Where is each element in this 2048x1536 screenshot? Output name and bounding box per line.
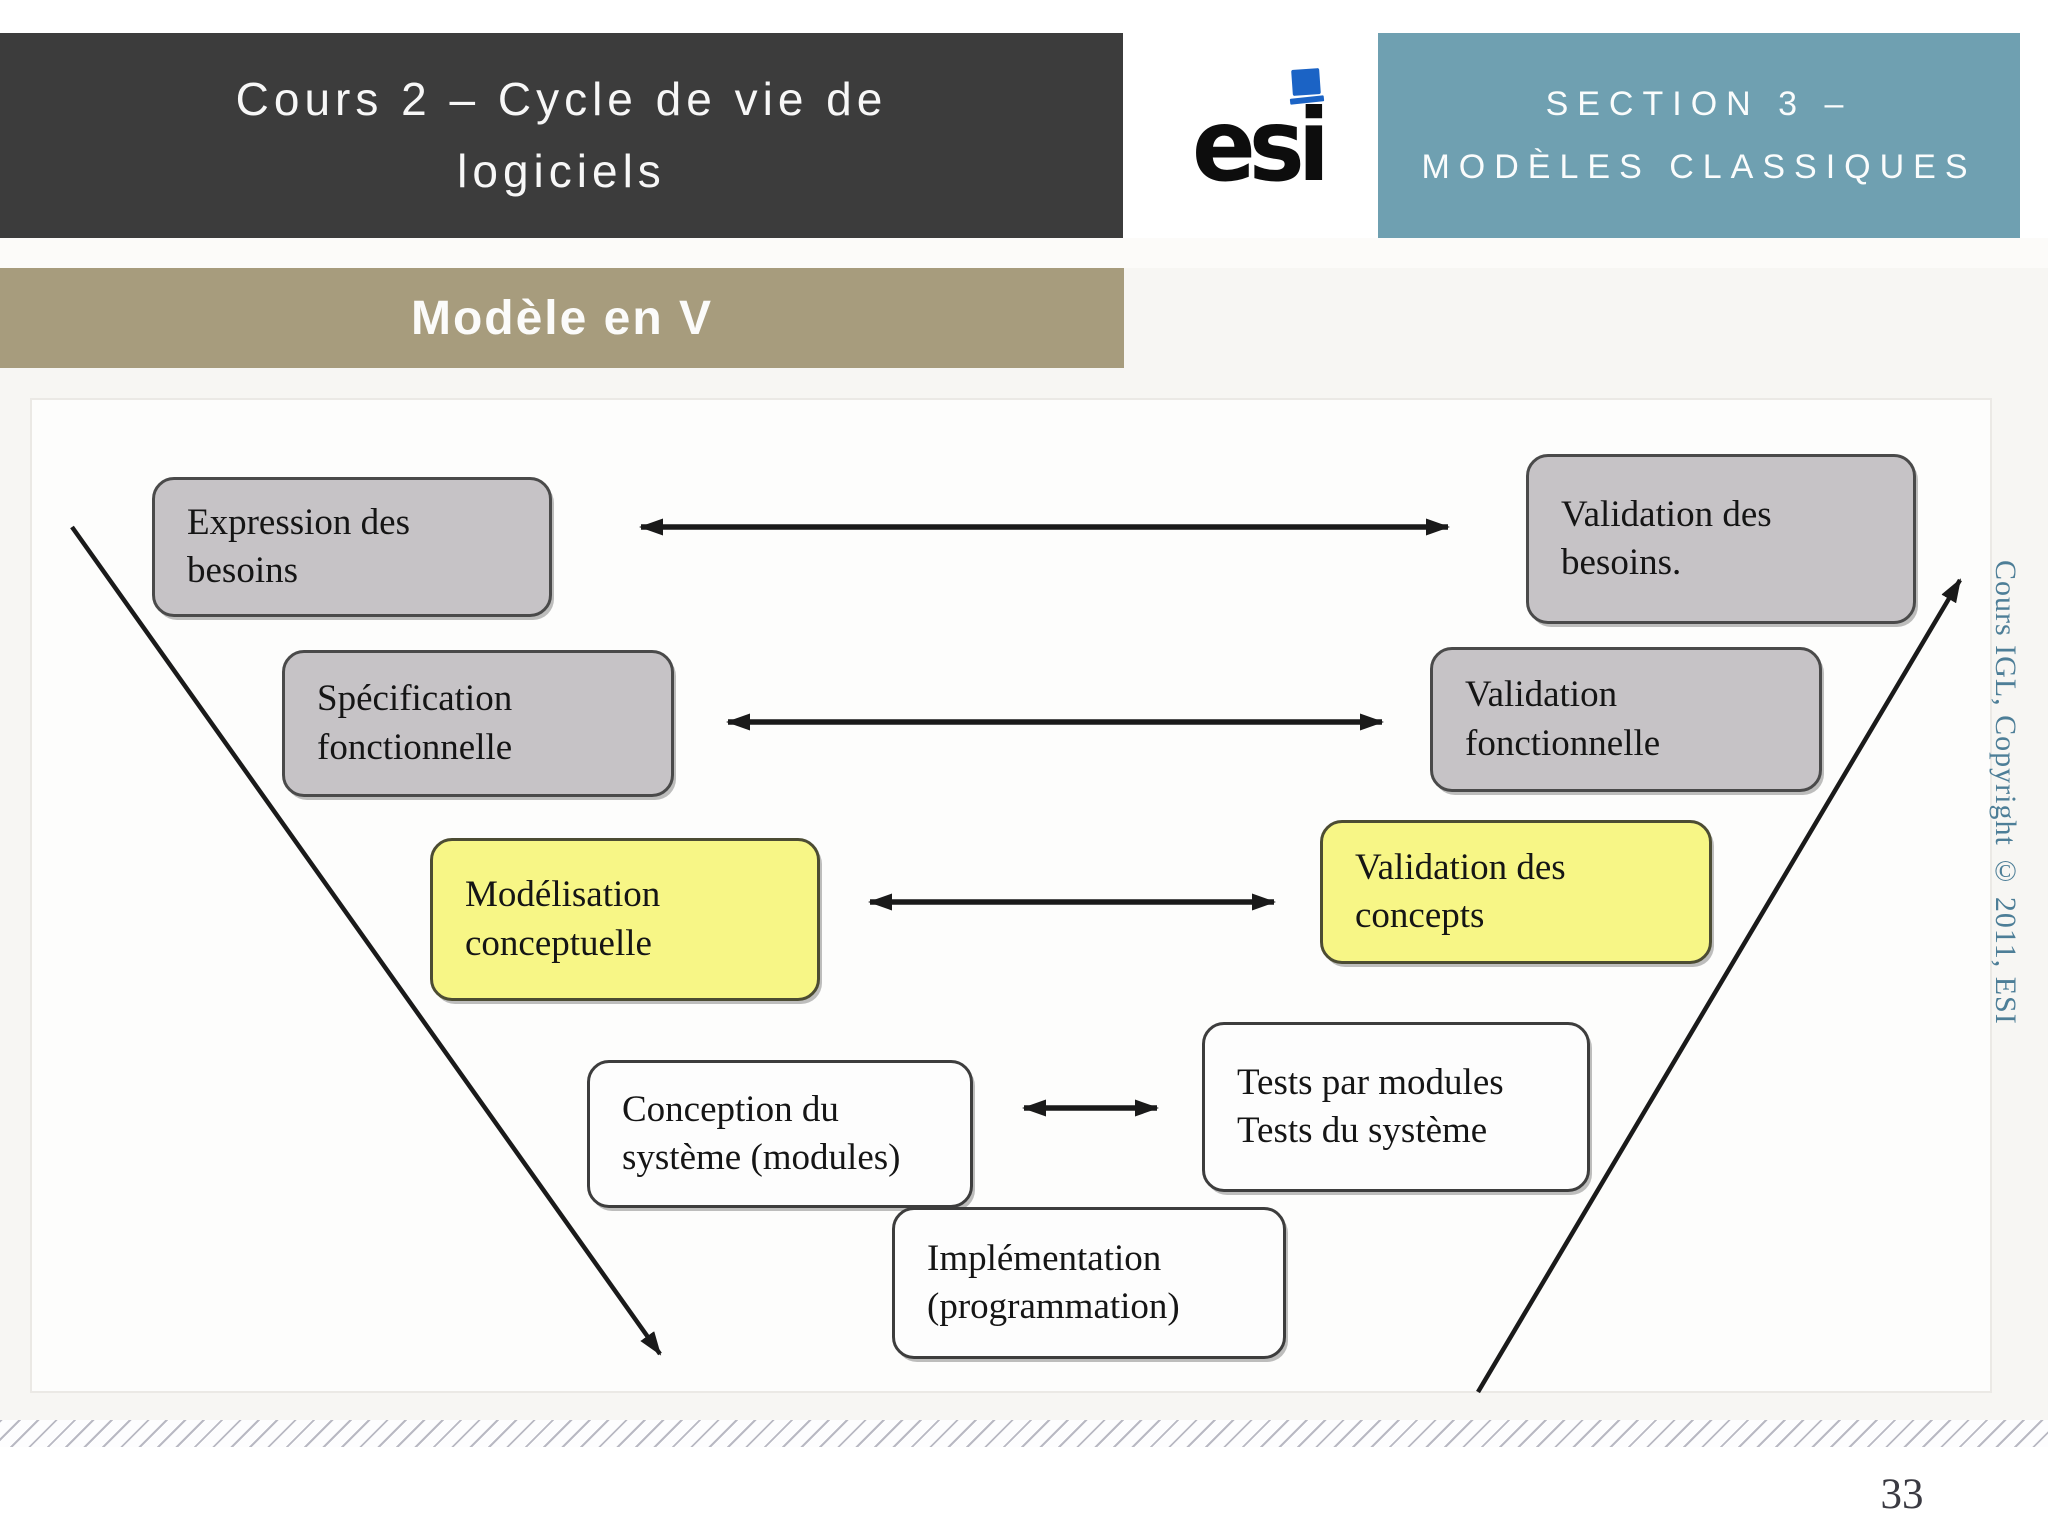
slide-subtitle: Modèle en V (410, 291, 714, 345)
course-title-line2: logiciels (457, 144, 666, 197)
footer-hatch-strip (0, 1420, 2048, 1447)
copyright-vertical-text: Cours IGL, Copyright © 2011, ESI (1989, 560, 2022, 1025)
slide-subtitle-bar: Modèle en V (0, 268, 1124, 368)
v-model-arrows (70, 518, 1962, 1394)
v-left-diagonal-arrow (70, 525, 662, 1356)
section-title-line2: MODÈLES CLASSIQUES (1421, 147, 1977, 186)
box-conception-systeme: Conception du système (modules) (587, 1060, 973, 1208)
course-title-bar: Cours 2 – Cycle de vie de logiciels (0, 33, 1123, 238)
esi-logo: esi (1190, 68, 1330, 205)
box-expression-besoins: Expression des besoins (152, 477, 552, 617)
course-title-line1: Cours 2 – Cycle de vie de (235, 73, 888, 126)
page-number: 33 (1880, 1471, 1924, 1518)
diagram-canvas: Expression des besoins Spécification fon… (30, 398, 1992, 1394)
box-modelisation-conceptuelle: Modélisation conceptuelle (430, 838, 820, 1001)
section-title-bar: SECTION 3 – MODÈLES CLASSIQUES (1378, 33, 2020, 238)
header-lower-band (0, 238, 2048, 268)
computer-monitor-icon (1289, 68, 1325, 109)
section-title-line1: SECTION 3 – (1545, 84, 1853, 123)
box-specification-fonctionnelle: Spécification fonctionnelle (282, 650, 674, 797)
esi-logo-text: esi (1192, 88, 1330, 205)
v-right-diagonal-arrow (1476, 578, 1962, 1394)
box-validation-besoins: Validation des besoins. (1526, 454, 1916, 624)
box-implementation: Implémentation (programmation) (892, 1207, 1286, 1359)
box-validation-fonctionnelle: Validation fonctionnelle (1430, 647, 1822, 792)
box-validation-concepts: Validation des concepts (1320, 820, 1712, 964)
box-tests-modules: Tests par modules Tests du système (1202, 1022, 1590, 1192)
